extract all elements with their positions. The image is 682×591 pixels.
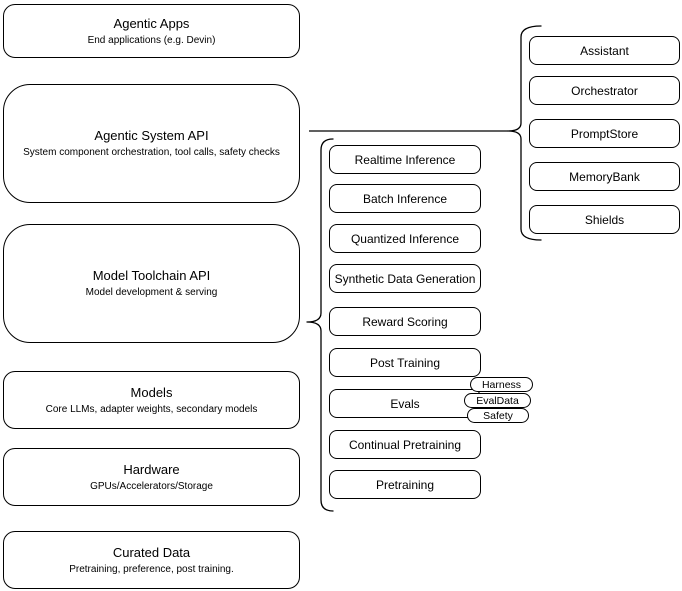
system-component-label: Assistant (580, 43, 629, 58)
layer-models-title: Models (130, 384, 173, 400)
toolchain-item-label: Realtime Inference (354, 152, 456, 167)
system-component-label: PromptStore (570, 126, 639, 141)
toolchain-item-evals: Evals (329, 389, 481, 418)
eval-tag-harness: Harness (470, 377, 533, 392)
toolchain-item-continual-pretraining: Continual Pretraining (329, 430, 481, 459)
toolchain-item-quantized-inference: Quantized Inference (329, 224, 481, 253)
system-component-orchestrator: Orchestrator (529, 76, 680, 105)
system-component-shields: Shields (529, 205, 680, 234)
layer-agentic-system-api-subtitle: System component orchestration, tool cal… (23, 147, 280, 158)
toolchain-item-reward-scoring: Reward Scoring (329, 307, 481, 336)
layer-hardware-title: Hardware (123, 461, 180, 477)
toolchain-item-label: Reward Scoring (362, 314, 448, 329)
eval-tag-evaldata: EvalData (464, 393, 531, 408)
system-component-label: Shields (584, 212, 625, 227)
layer-model-toolchain-api: Model Toolchain API Model development & … (3, 224, 300, 343)
layer-models-subtitle: Core LLMs, adapter weights, secondary mo… (45, 403, 258, 415)
layer-agentic-apps: Agentic Apps End applications (e.g. Devi… (3, 4, 300, 58)
layer-model-toolchain-api-title: Model Toolchain API (92, 268, 211, 283)
eval-tag-label: Safety (483, 409, 513, 422)
eval-tag-label: Harness (481, 378, 522, 391)
layer-curated-data: Curated Data Pretraining, preference, po… (3, 531, 300, 589)
layer-agentic-system-api-title: Agentic System API (94, 128, 209, 143)
toolchain-item-batch-inference: Batch Inference (329, 184, 481, 213)
toolchain-item-pretraining: Pretraining (329, 470, 481, 499)
toolchain-item-synthetic-data-generation: Synthetic Data Generation (329, 264, 481, 293)
system-component-memorybank: MemoryBank (529, 162, 680, 191)
system-components-brace (507, 25, 542, 241)
eval-tag-safety: Safety (467, 408, 529, 423)
layer-agentic-system-api: Agentic System API System component orch… (3, 84, 300, 203)
toolchain-item-label: Evals (390, 396, 420, 411)
layer-agentic-apps-title: Agentic Apps (113, 15, 190, 31)
toolchain-item-post-training: Post Training (329, 348, 481, 377)
toolchain-item-label: Batch Inference (362, 191, 448, 206)
layer-hardware: Hardware GPUs/Accelerators/Storage (3, 448, 300, 506)
toolchain-item-label: Pretraining (375, 477, 435, 492)
system-component-label: Orchestrator (571, 83, 638, 98)
toolchain-item-label: Continual Pretraining (348, 437, 462, 452)
eval-tag-label: EvalData (476, 394, 519, 407)
layer-curated-data-title: Curated Data (112, 544, 191, 560)
toolchain-brace (306, 138, 334, 512)
toolchain-item-label: Post Training (369, 355, 441, 370)
layer-curated-data-subtitle: Pretraining, preference, post training. (69, 563, 234, 575)
layer-model-toolchain-api-subtitle: Model development & serving (85, 287, 218, 298)
system-component-label: MemoryBank (569, 169, 640, 184)
toolchain-item-realtime-inference: Realtime Inference (329, 145, 481, 174)
toolchain-item-label: Synthetic Data Generation (334, 271, 476, 286)
layer-models: Models Core LLMs, adapter weights, secon… (3, 371, 300, 429)
system-component-assistant: Assistant (529, 36, 680, 65)
toolchain-item-label: Quantized Inference (350, 231, 460, 246)
system-component-promptstore: PromptStore (529, 119, 680, 148)
layer-agentic-apps-subtitle: End applications (e.g. Devin) (87, 34, 216, 46)
layer-hardware-subtitle: GPUs/Accelerators/Storage (90, 480, 213, 492)
